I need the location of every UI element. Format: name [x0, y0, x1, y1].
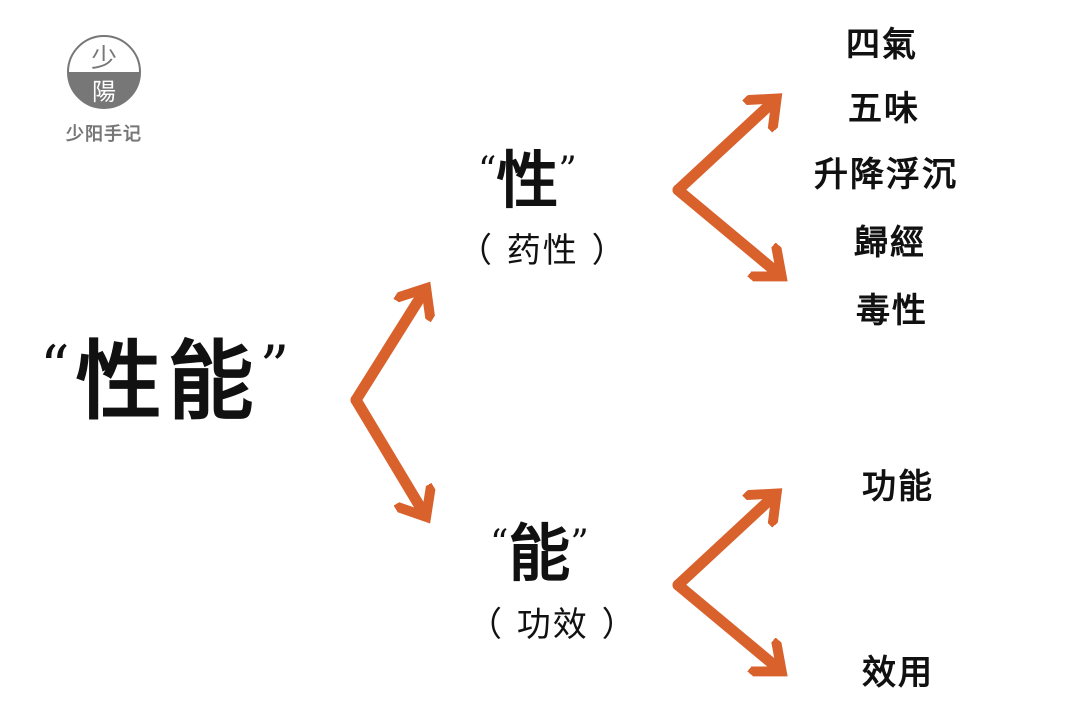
branch-xing-open-quote: “ [478, 150, 497, 191]
branch-xing-label: 性 [496, 144, 559, 217]
arrow-root-to-neng [350, 394, 425, 515]
arrow-neng-to-bottom-leaf [672, 579, 780, 670]
arrow-neng-to-top-leaf [672, 495, 775, 591]
branch-neng-close-quote: ” [570, 523, 589, 564]
svg-text:陽: 陽 [92, 78, 116, 106]
branch-xing-subtitle: （ 药性 ） [458, 231, 628, 271]
svg-text:少: 少 [91, 44, 117, 74]
branch-xing-close-quote: ” [558, 150, 577, 191]
logo-caption: 少阳手记 [66, 124, 142, 145]
branch-neng-subtitle: （ 功效 ） [468, 605, 638, 645]
leaf-shengjiangfuchen: 升降浮沉 [814, 155, 958, 195]
branch-node-neng: “能” [490, 523, 589, 585]
root-label: 性能 [75, 331, 260, 432]
root-open-quote: “ [40, 333, 76, 401]
root-node-xingneng: “性能” [40, 338, 295, 425]
arrow-xing-to-bottom-leaf [672, 184, 780, 275]
arrow-root-to-xing [350, 290, 425, 406]
branch-node-xing: “性” [478, 150, 577, 212]
leaf-guijing: 歸經 [854, 223, 926, 263]
root-close-quote: ” [259, 333, 296, 401]
branch-neng-open-quote: “ [490, 523, 509, 564]
leaf-duxing: 毒性 [856, 291, 928, 331]
leaf-xiaoyong: 效用 [862, 653, 934, 693]
leaf-siqi: 四氣 [846, 25, 918, 65]
branch-neng-label: 能 [508, 517, 571, 590]
arrow-xing-to-top-leaf [672, 100, 775, 196]
shaoyang-seal-logo: 少 陽 [67, 35, 141, 109]
leaf-gongneng: 功能 [862, 467, 934, 507]
leaf-wuwei: 五味 [848, 89, 920, 129]
